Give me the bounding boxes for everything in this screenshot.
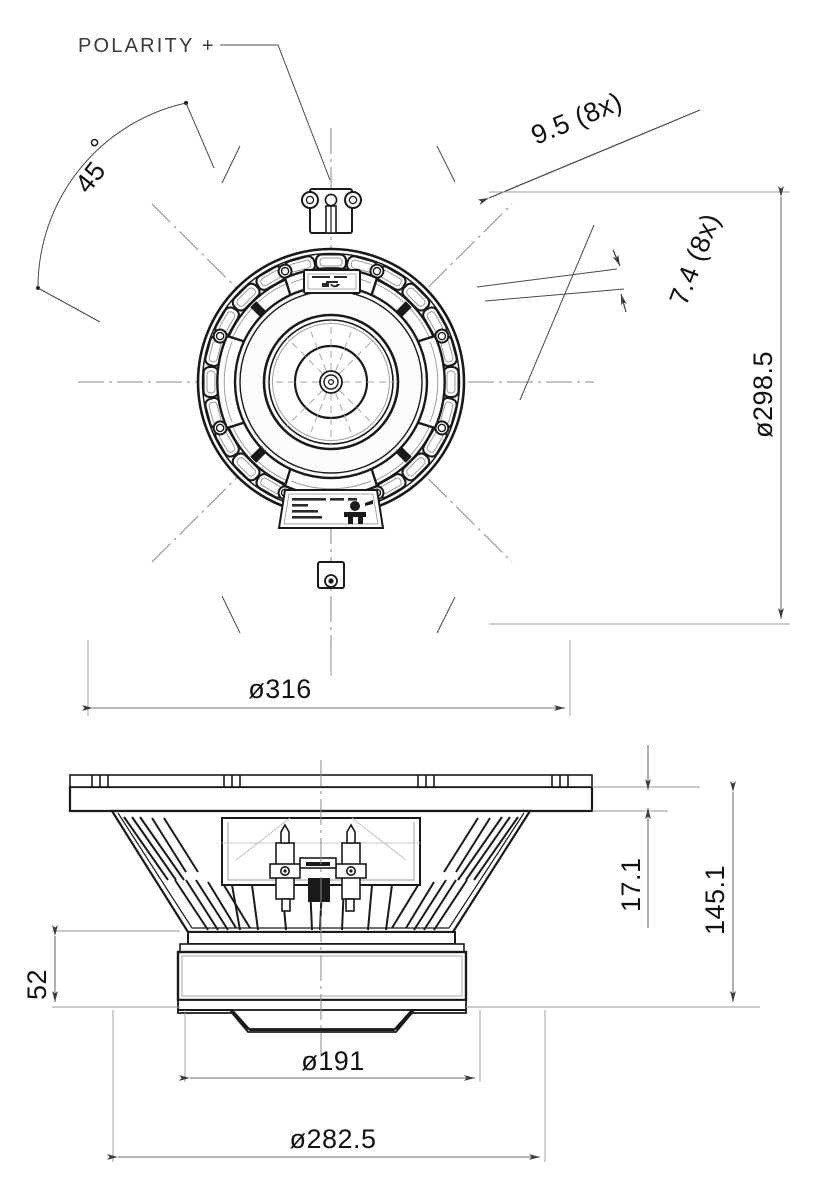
angle-45-callout: [36, 101, 215, 323]
front-view: [78, 128, 594, 648]
magnet-height-dim: [52, 925, 180, 1008]
magnet-height-value: 52: [22, 969, 52, 1000]
bolt-circle-dim-value: ø298.5: [748, 351, 778, 438]
mount-depth-dim: [592, 745, 700, 928]
side-basket-ribs-right: [391, 816, 519, 931]
magnet-dia-dim: [179, 1010, 481, 1082]
cutout-dia-value: ø282.5: [289, 1124, 376, 1154]
warning-label-pictogram: [344, 500, 373, 524]
outer-dia-dim-value: ø316: [248, 674, 312, 704]
overall-depth-value: 145.1: [700, 865, 730, 935]
degree-symbol: °: [84, 132, 115, 159]
terminal-block: [301, 188, 362, 234]
slot-width-dim: 7.4 (8x): [664, 209, 726, 309]
side-section-view: [68, 760, 594, 1055]
warning-label: [277, 489, 385, 529]
angle-45-value: 45: [69, 156, 112, 199]
cone-radial-lines: [267, 318, 395, 446]
mounting-holes: [212, 263, 450, 501]
bottom-screw-boss: [317, 561, 345, 589]
polarity-label: POLARITY +: [78, 35, 216, 57]
top-brand-label: [303, 269, 361, 294]
front-view-leaders: [221, 145, 456, 634]
bolt-circle-dim: [489, 186, 790, 625]
slot-width-callout: [476, 224, 627, 401]
cutout-dia-dim: [107, 1010, 546, 1162]
side-terminals: [269, 823, 367, 912]
overall-depth-dim: [466, 781, 760, 1008]
polarity-callout: [220, 44, 331, 181]
bolt-hole-callout: [477, 109, 701, 205]
side-magnet-assembly: [176, 931, 468, 1033]
mount-depth-value: 17.1: [616, 857, 646, 912]
outer-dia-dim: [82, 640, 571, 716]
side-basket-ribs-left: [123, 816, 251, 931]
warning-label-text: [292, 498, 357, 519]
bolt-hole-dim: 9.5 (8x): [527, 86, 627, 150]
magnet-dia-value: ø191: [301, 1046, 365, 1076]
side-mounting-flange: [68, 774, 594, 813]
